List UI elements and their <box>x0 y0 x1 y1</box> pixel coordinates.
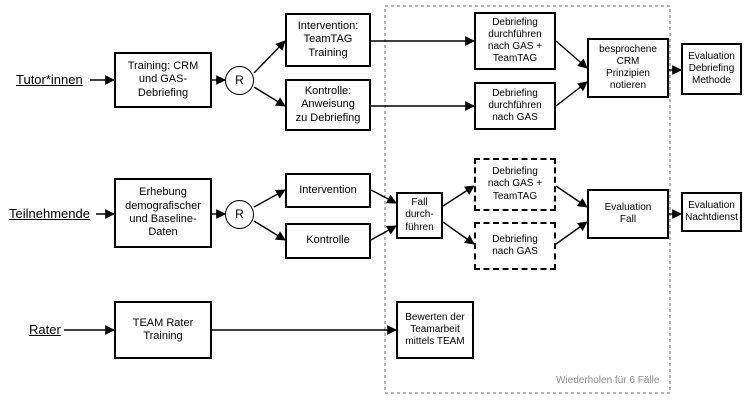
arrow-r-to-kontrolle <box>253 220 286 241</box>
role-label-rater: Rater <box>29 322 61 337</box>
arrow-debriefing-teamtag-to-evaluation-fall <box>555 185 588 208</box>
role-label-participants: Teilnehmende <box>9 206 90 221</box>
node-evaluation-nachtdienst: Evaluation Nachtdienst <box>681 192 742 232</box>
node-randomize-participants: R <box>225 200 254 229</box>
node-intervention: Intervention <box>285 173 371 208</box>
node-kontrolle-anweisung: Kontrolle: Anweisung zu Debriefing <box>285 79 371 131</box>
arrow-r-to-kontrolle-anweisung <box>253 86 286 107</box>
arrow-debriefing-gas-to-evaluation-fall <box>555 221 588 245</box>
node-bewerten-teamarbeit: Bewerten der Teamarbeit mittels TEAM <box>396 301 474 359</box>
role-label-tutor: Tutor*innen <box>16 72 83 87</box>
node-randomize-tutor: R <box>225 66 254 95</box>
node-debriefing-gas-teamtag: Debriefing nach GAS + TeamTAG <box>474 158 556 211</box>
node-debriefing-gas: Debriefing nach GAS <box>474 222 556 270</box>
node-debriefing-gas-teamtag-tutor: Debriefing durchführen nach GAS + TeamTA… <box>474 12 556 70</box>
arrow-debriefing-teamtag-to-crm <box>555 40 588 69</box>
arrow-intervention-to-fall <box>370 189 397 204</box>
node-debriefing-gas-tutor: Debriefing durchführen nach GAS <box>474 82 556 130</box>
repeat-region-label: Wiederholen für 6 Fälle <box>556 375 660 386</box>
arrow-fall-to-debriefing-teamtag <box>442 185 475 207</box>
node-fall-durchfuehren: Fall durch- führen <box>396 192 443 239</box>
node-training-crm: Training: CRM und GAS- Debriefing <box>114 52 212 108</box>
node-crm-prinzipien: besprochene CRM Prinzipien notieren <box>587 38 669 98</box>
node-kontrolle: Kontrolle <box>285 223 371 259</box>
arrow-r-to-intervention-teamtag <box>253 40 286 74</box>
node-team-rater-training: TEAM Rater Training <box>114 301 212 359</box>
node-evaluation-fall: Evaluation Fall <box>587 189 669 239</box>
node-erhebung: Erhebung demografischer und Baseline- Da… <box>114 178 212 248</box>
arrow-kontrolle-to-fall <box>370 225 397 241</box>
arrows <box>64 36 682 335</box>
arrow-debriefing-gas-to-crm <box>555 81 588 107</box>
node-evaluation-debriefing: Evaluation Debriefing Methode <box>681 43 742 95</box>
node-intervention-teamtag: Intervention: TeamTAG Training <box>285 13 371 67</box>
arrow-r-to-intervention <box>253 189 286 208</box>
arrow-fall-to-debriefing-gas <box>442 221 475 245</box>
